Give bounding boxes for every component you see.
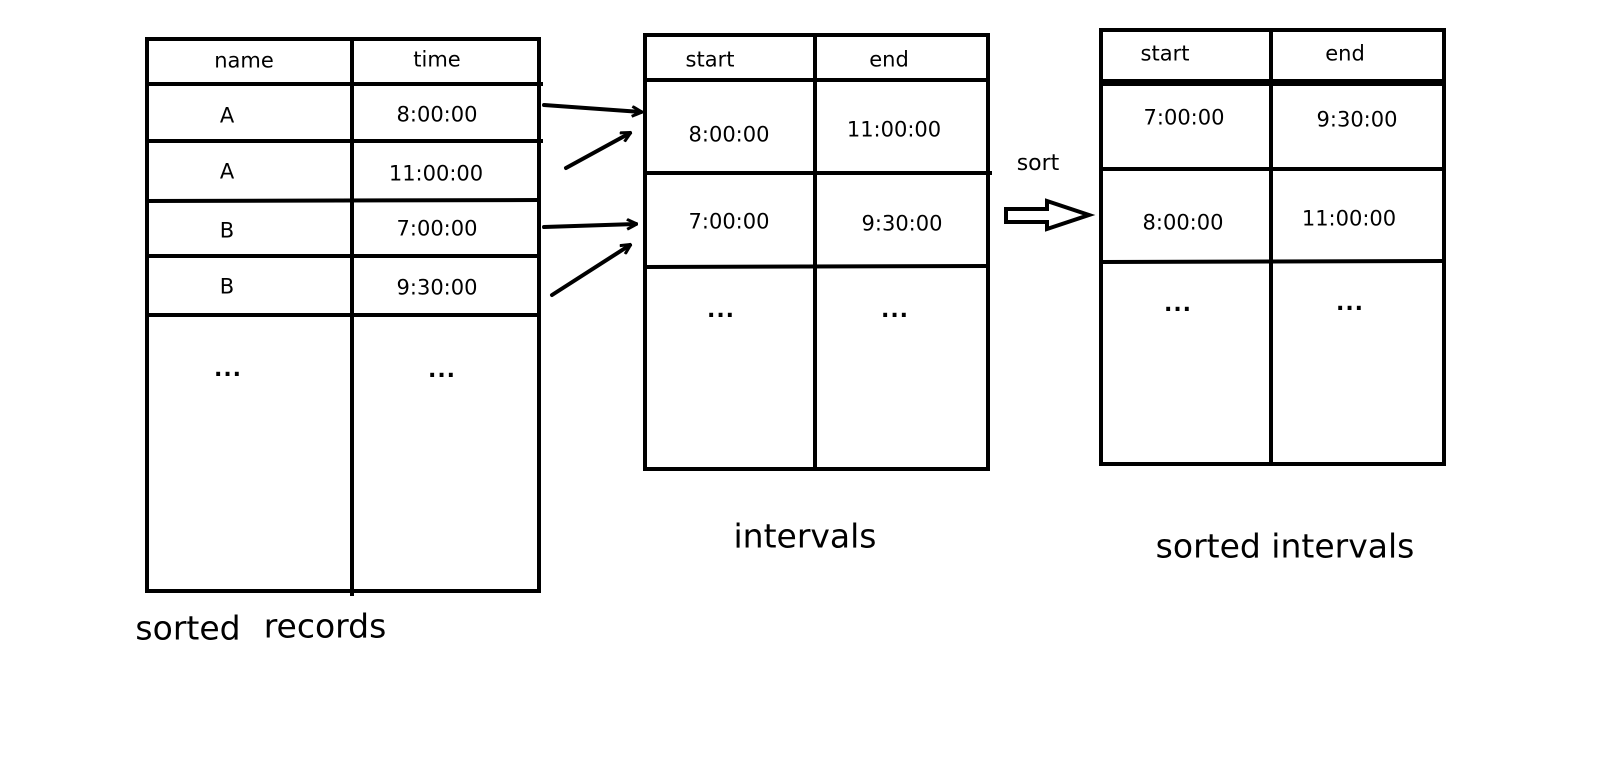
records-caption-records: records — [263, 606, 387, 646]
records-cell: 8:00:00 — [396, 102, 478, 127]
intervals-ellipsis: ... — [706, 298, 736, 323]
intervals-caption: intervals — [733, 516, 877, 556]
arrow-b-start — [542, 224, 636, 227]
intervals-cell: 9:30:00 — [861, 211, 943, 236]
records-cell: B — [219, 274, 235, 299]
records-header-name: name — [214, 48, 274, 73]
sorted-cell: 8:00:00 — [1142, 210, 1224, 235]
sorted-ellipsis: ... — [1335, 291, 1365, 316]
intervals-table-grid — [643, 33, 992, 471]
records-caption-sorted: sorted — [135, 608, 241, 648]
sorted-cell: 7:00:00 — [1143, 105, 1225, 130]
records-header-time: time — [413, 47, 461, 72]
records-cell: 9:30:00 — [396, 275, 478, 300]
sorted-cell: 9:30:00 — [1316, 107, 1398, 132]
sorted-header-end: end — [1325, 41, 1365, 66]
records-cell: A — [219, 103, 235, 128]
intervals-cell: 8:00:00 — [688, 122, 770, 147]
arrow-b-end — [550, 245, 630, 297]
sorted-header-start: start — [1140, 41, 1190, 66]
records-cell: B — [219, 218, 235, 243]
intervals-cell: 11:00:00 — [846, 117, 942, 142]
arrow-a-end — [564, 133, 630, 170]
records-table-grid — [144, 37, 543, 596]
intervals-header-end: end — [869, 47, 909, 72]
records-cell: A — [219, 159, 235, 184]
intervals-ellipsis: ... — [880, 298, 910, 323]
sorted-cell: 11:00:00 — [1301, 206, 1397, 231]
records-cell: 7:00:00 — [396, 216, 478, 241]
sorted-intervals-table-grid — [1099, 28, 1446, 466]
records-cell: 11:00:00 — [388, 161, 484, 186]
intervals-cell: 7:00:00 — [688, 209, 770, 234]
records-ellipsis: ... — [213, 357, 243, 382]
sorted-ellipsis: ... — [1163, 292, 1193, 317]
sort-label: sort — [1016, 151, 1060, 176]
sort-arrow-icon — [1004, 198, 1096, 232]
records-ellipsis: ... — [427, 358, 457, 383]
sorted-intervals-caption: sorted intervals — [1155, 526, 1415, 566]
mapping-arrows — [542, 103, 641, 297]
intervals-header-start: start — [685, 47, 735, 72]
arrow-a-start — [542, 103, 641, 112]
